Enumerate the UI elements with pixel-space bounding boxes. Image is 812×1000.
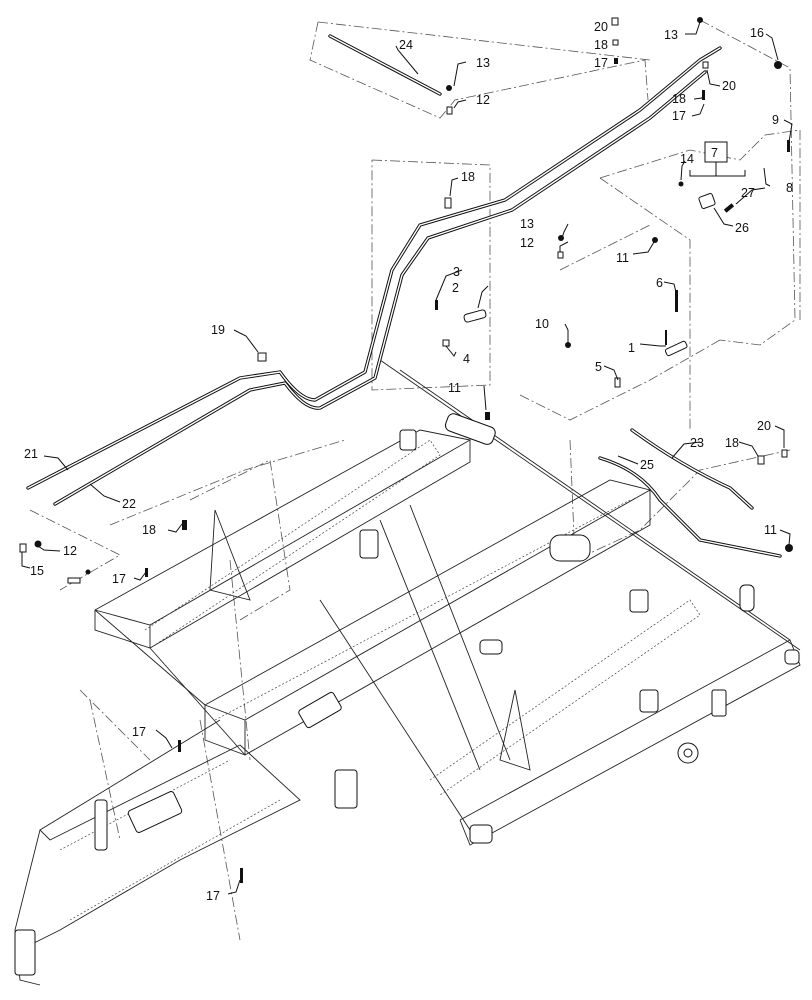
callout-18-mid: 18: [461, 170, 475, 184]
callout-10: 10: [535, 317, 549, 331]
implement-frame: [14, 359, 801, 986]
callout-13-mid: 13: [520, 217, 534, 231]
callout-12-mid: 12: [520, 236, 534, 250]
callout-21: 21: [24, 447, 38, 461]
callout-8: 8: [786, 181, 793, 195]
callout-12-left: 12: [63, 544, 77, 558]
callout-6: 6: [656, 276, 663, 290]
callout-11-upper: 11: [616, 251, 629, 265]
callout-20-lower-right: 20: [757, 419, 771, 433]
callout-18-right: 18: [672, 92, 686, 106]
callout-9: 9: [772, 113, 779, 127]
callout-14: 14: [680, 152, 694, 166]
callout-17-top: 17: [594, 56, 608, 70]
callout-13-top: 13: [476, 56, 490, 70]
callout-26: 26: [735, 221, 749, 235]
callout-20-top: 20: [594, 20, 608, 34]
callout-18-top: 18: [594, 38, 608, 52]
callout-labels: 1 2 3 4 5 6 7 8 9 10 11 11 11 12 12 12 1…: [24, 20, 793, 903]
callout-19: 19: [211, 323, 225, 337]
callout-11-right: 11: [764, 523, 777, 537]
callout-18-left: 18: [142, 523, 156, 537]
callout-7: 7: [711, 146, 718, 160]
callout-22: 22: [122, 497, 136, 511]
callout-20-right: 20: [722, 79, 736, 93]
callout-17-lower: 17: [132, 725, 146, 739]
callout-2: 2: [452, 281, 459, 295]
callout-25: 25: [640, 458, 654, 472]
callout-3: 3: [453, 265, 460, 279]
callout-11-middle: 11: [448, 381, 461, 395]
callout-18-lower-right: 18: [725, 436, 739, 450]
callout-4: 4: [463, 352, 470, 366]
callout-23: 23: [690, 436, 704, 450]
callout-16: 16: [750, 26, 764, 40]
callout-15: 15: [30, 564, 44, 578]
callout-13-right: 13: [664, 28, 678, 42]
hoses: [26, 34, 782, 558]
callout-12-top: 12: [476, 93, 490, 107]
callout-17-bottom: 17: [206, 889, 220, 903]
callout-27: 27: [741, 186, 755, 200]
leader-lines: [21, 21, 793, 895]
callout-17-right: 17: [672, 109, 686, 123]
callout-24: 24: [399, 38, 413, 52]
callout-5: 5: [595, 360, 602, 374]
callout-1: 1: [628, 341, 635, 355]
callout-17-left: 17: [112, 572, 126, 586]
